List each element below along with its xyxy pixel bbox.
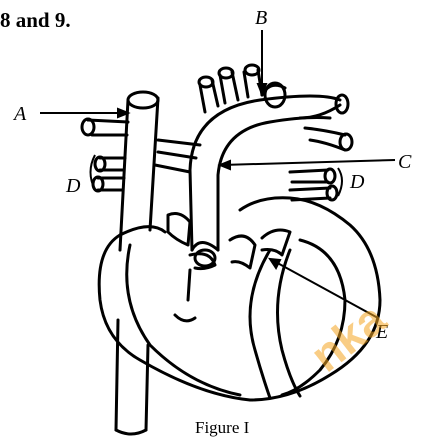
- bracket-D-right: [338, 168, 342, 196]
- septum: [250, 250, 270, 398]
- label-C: C: [398, 151, 412, 173]
- mitral-valve: [230, 236, 255, 268]
- label-D-left: D: [65, 175, 81, 197]
- aorta-arch: [190, 96, 340, 250]
- vena-cava-top-opening: [128, 92, 158, 108]
- label-A: A: [12, 103, 27, 125]
- pulmonary-vessel-right-1: [290, 170, 328, 182]
- figure-caption: Figure I: [195, 418, 249, 438]
- label-D-right: D: [349, 171, 365, 193]
- pointer-C: [222, 160, 395, 165]
- question-reference-text: 8 and 9.: [0, 8, 71, 33]
- aorta-root: [168, 214, 190, 245]
- semilunar-valve: [262, 230, 290, 255]
- label-B: B: [255, 7, 267, 29]
